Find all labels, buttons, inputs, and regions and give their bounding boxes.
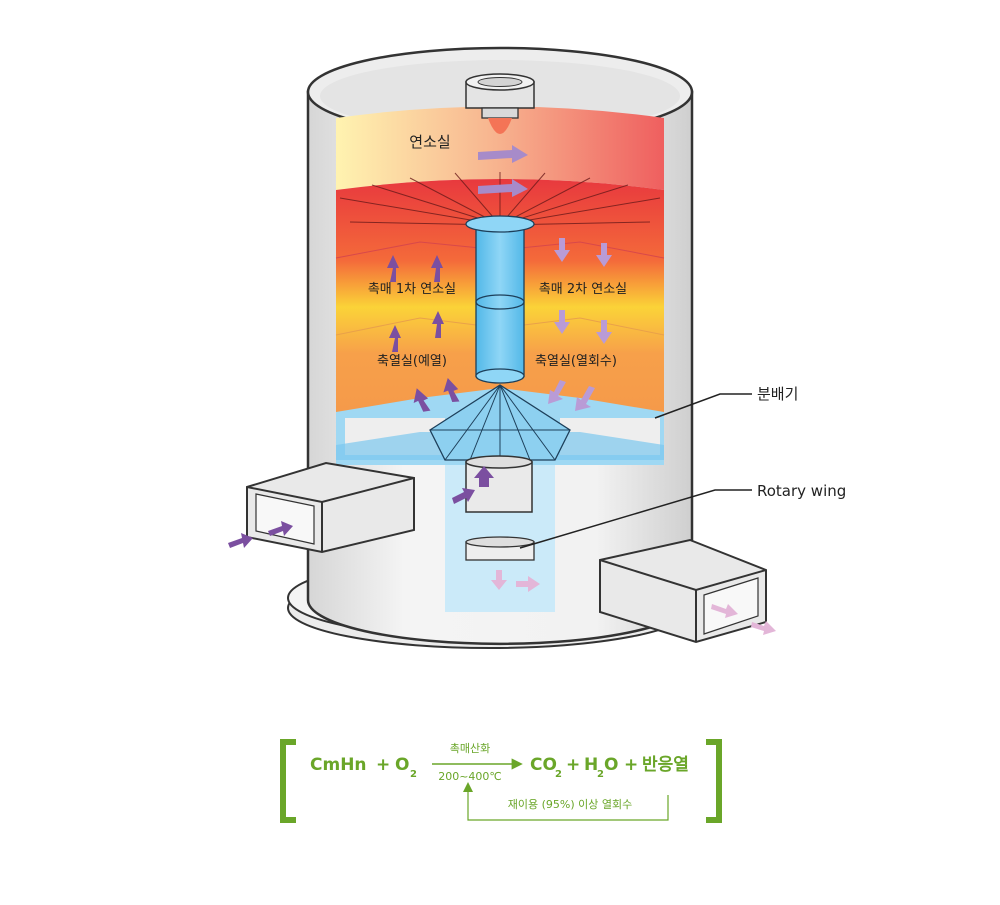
burner — [465, 73, 535, 134]
eq-plus-2: + — [566, 755, 580, 775]
eq-recycle-arrowhead — [463, 782, 473, 792]
eq-reactant-2-sub: 2 — [410, 769, 417, 780]
label-regen-heat-recovery: 축열실(열회수) — [535, 354, 617, 369]
eq-arrow-top: 촉매산화 — [450, 742, 490, 755]
eq-product-1: CO — [530, 755, 557, 775]
eq-recycle-note: 재이용 (95%) 이상 열회수 — [508, 798, 632, 811]
label-rotary-wing: Rotary wing — [757, 482, 846, 500]
eq-reactant-2: O — [395, 755, 409, 775]
eq-plus-3: + — [624, 755, 638, 775]
equation-box: CmHn + O 2 촉매산화 200~400℃ CO 2 + H 2 O + … — [280, 739, 722, 823]
up-arrows-left — [228, 255, 494, 548]
eq-product-2a: H — [584, 755, 598, 775]
callout-line-distributor — [654, 393, 752, 419]
eq-arrow-bottom: 200~400℃ — [438, 770, 502, 783]
eq-plus-1: + — [376, 755, 390, 775]
label-regen-preheat: 축열실(예열) — [377, 354, 447, 369]
label-combustion-chamber: 연소실 — [409, 133, 450, 151]
outflow-arrows — [491, 570, 776, 635]
eq-reactant-1: CmHn — [310, 755, 367, 775]
label-catalyst-first: 촉매 1차 연소실 — [368, 282, 456, 297]
flow-arrow-top-1 — [478, 145, 528, 163]
eq-product-3: 반응열 — [642, 755, 689, 775]
flow-arrow-top-2 — [478, 179, 528, 197]
eq-recycle-line — [467, 790, 669, 821]
eq-product-2b: O — [604, 755, 618, 775]
central-pipe — [465, 215, 535, 384]
outlet-duct — [599, 538, 767, 644]
flow-arrows — [228, 145, 776, 635]
eq-product-1-sub: 2 — [555, 769, 562, 780]
label-distributor: 분배기 — [757, 385, 798, 403]
combustion-chamber-zone — [336, 106, 664, 190]
label-catalyst-second: 촉매 2차 연소실 — [539, 282, 627, 297]
down-arrows-right — [548, 238, 612, 411]
callout-line-rotary-wing — [519, 489, 752, 549]
rotary-wing-disc — [465, 536, 535, 561]
callout-lines — [519, 393, 752, 549]
eq-product-2-sub: 2 — [597, 769, 604, 780]
